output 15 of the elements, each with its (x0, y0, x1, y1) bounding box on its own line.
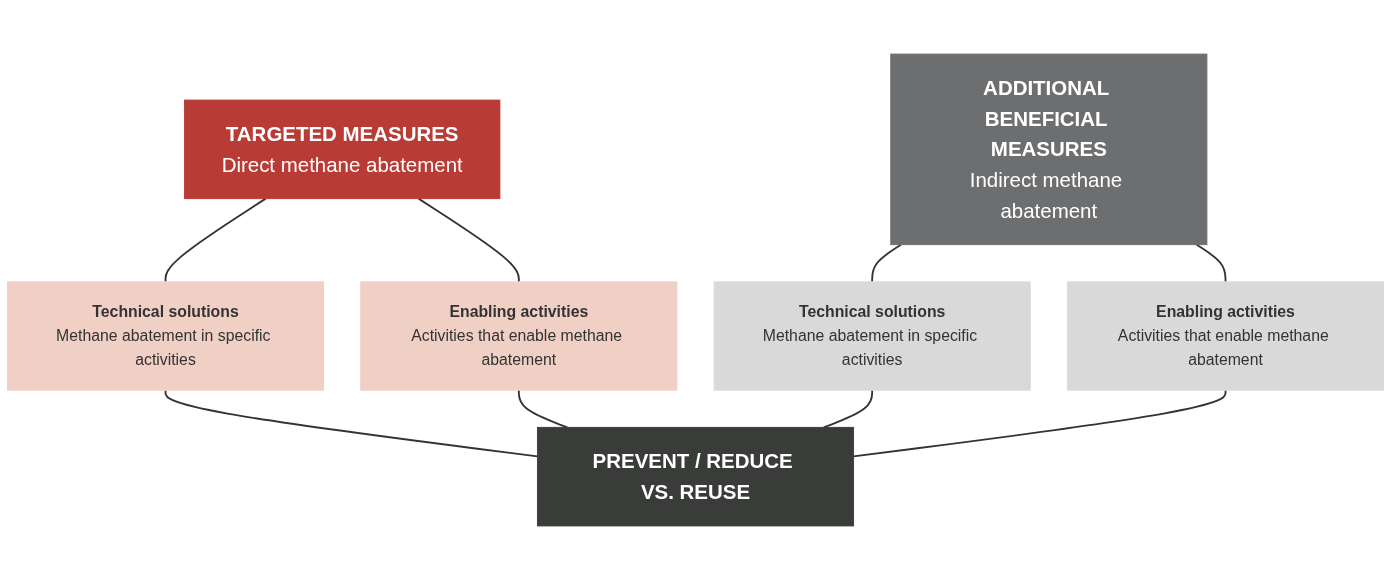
node-box: PREVENT / REDUCE VS. REUSE (536, 426, 855, 527)
connector (852, 389, 1227, 458)
connector (1195, 243, 1227, 283)
node-box: TARGETED MEASURES Direct methane abatement (183, 99, 501, 200)
node-box: Technical solutions Methane abatement in specific activities (6, 281, 325, 391)
connector (164, 389, 539, 458)
connector (822, 389, 874, 429)
connector (517, 389, 569, 429)
node-box: Enabling activities Activities that enable methane abatement (1066, 281, 1385, 391)
node-box: Enabling activities Activities that enable methane abatement (360, 281, 678, 391)
connector (871, 243, 902, 283)
connector (164, 197, 267, 283)
node-box: ADDITIONAL BENEFICIAL MEASURES Indirect methane abatement (890, 53, 1208, 246)
connector (417, 197, 520, 283)
node-box: Technical solutions Methane abatement in specific activities (713, 281, 1031, 391)
